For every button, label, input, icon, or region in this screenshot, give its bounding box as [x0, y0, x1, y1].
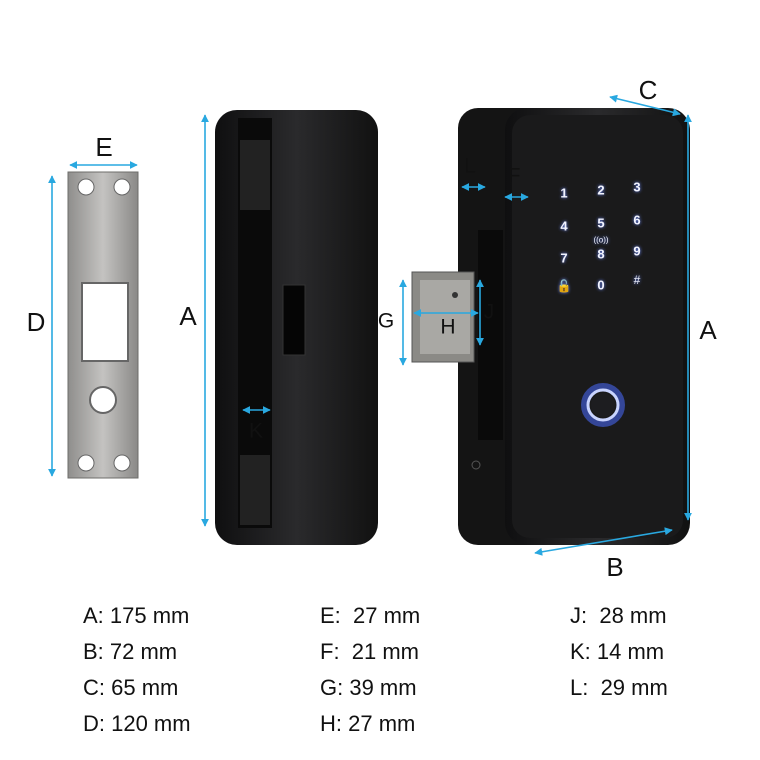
key-6[interactable]: 6: [633, 212, 641, 228]
key-5[interactable]: 5: [597, 215, 605, 231]
label-K: K: [248, 419, 264, 443]
lock-side-view: [215, 110, 378, 545]
spec-A: A: 175 mm: [83, 603, 190, 628]
label-L: L: [464, 154, 476, 178]
label-A-left: A: [179, 301, 197, 331]
key-1[interactable]: 1: [560, 185, 568, 201]
spec-J: J: 28 mm: [570, 603, 667, 628]
key-4[interactable]: 4: [560, 218, 568, 234]
key-2[interactable]: 2: [597, 182, 605, 198]
label-G: G: [377, 309, 395, 333]
label-F: F: [507, 164, 521, 188]
spec-K: K: 14 mm: [570, 639, 665, 664]
spec-F: F: 21 mm: [320, 639, 420, 664]
strike-plate: [67, 171, 139, 479]
key-0[interactable]: 0: [597, 277, 605, 293]
spec-B: B: 72 mm: [83, 639, 178, 664]
dim-C: [609, 94, 681, 117]
label-B: B: [606, 552, 624, 582]
rfid-icon: ((o)): [593, 235, 609, 245]
label-H: H: [440, 315, 456, 339]
spec-G: G: 39 mm: [320, 675, 417, 700]
spec-D: D: 120 mm: [83, 711, 191, 736]
label-E: E: [95, 132, 113, 162]
label-J: J: [483, 300, 495, 324]
lock-front-view: [411, 108, 690, 545]
dimension-lines: [48, 94, 692, 556]
doorbell-hash-icon[interactable]: #: [633, 273, 641, 287]
label-D: D: [26, 307, 46, 337]
label-C: C: [638, 75, 658, 105]
label-A-right: A: [699, 315, 717, 345]
spec-E: E: 27 mm: [320, 603, 421, 628]
latch-bolt: [411, 271, 475, 363]
key-8[interactable]: 8: [597, 246, 605, 262]
spec-H: H: 27 mm: [320, 711, 416, 736]
key-9[interactable]: 9: [633, 243, 641, 259]
spec-L: L: 29 mm: [570, 675, 668, 700]
unlock-star-icon[interactable]: 🔓: [556, 279, 572, 293]
key-3[interactable]: 3: [633, 179, 641, 195]
spec-C: C: 65 mm: [83, 675, 179, 700]
dim-B: [534, 527, 673, 556]
key-7[interactable]: 7: [560, 250, 568, 266]
